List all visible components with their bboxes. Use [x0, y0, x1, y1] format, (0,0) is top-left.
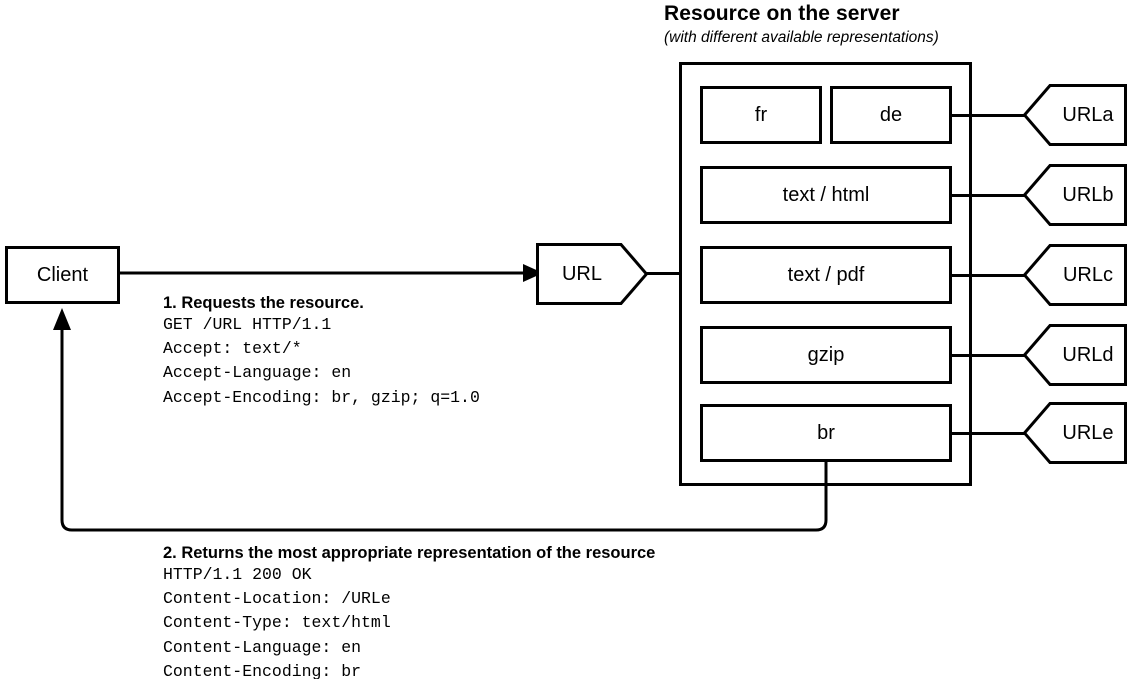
representation-label: text / html	[782, 183, 870, 206]
url-variant-outline	[1023, 164, 1127, 226]
url-variant-urle[interactable]: URLe	[1023, 402, 1127, 464]
connector-to-urlc	[950, 274, 1028, 277]
representation-box-type-pdf[interactable]: text / pdf	[700, 246, 952, 304]
representation-box-type-html[interactable]: text / html	[700, 166, 952, 224]
client-label: Client	[36, 263, 89, 286]
url-variant-outline	[1023, 402, 1127, 464]
representation-box-lang-de[interactable]: de	[830, 86, 952, 144]
request-note-line-1: GET /URL HTTP/1.1	[163, 315, 332, 334]
response-note-line-2: Content-Location: /URLe	[163, 589, 391, 609]
response-note-line-5: Content-Encoding: br	[163, 661, 362, 679]
url-variant-label: URLa	[1062, 103, 1114, 126]
url-variant-urlc[interactable]: URLc	[1023, 244, 1127, 306]
response-note: 2. Returns the most appropriate represen…	[163, 544, 655, 679]
response-note-line-3: Content-Type: text/html	[163, 613, 391, 633]
request-note-line-2: Accept: text/*	[163, 339, 302, 359]
url-variant-label: URLb	[1062, 183, 1114, 206]
connector-to-urle	[950, 432, 1028, 435]
url-variant-outline	[1023, 244, 1127, 306]
representation-box-lang-fr[interactable]: fr	[700, 86, 822, 144]
request-arrow	[118, 264, 543, 282]
url-request-label: URL	[561, 262, 602, 285]
url-to-server-connector	[646, 272, 682, 275]
connector-to-urlb	[950, 194, 1028, 197]
url-variant-urla[interactable]: URLa	[1023, 84, 1127, 146]
url-variant-outline	[1023, 84, 1127, 146]
representation-label: fr	[754, 103, 768, 126]
response-note-line-1: HTTP/1.1 200 OK	[163, 565, 312, 584]
url-request-outline	[536, 243, 648, 305]
request-note: 1. Requests the resource. GET /URL HTTP/…	[163, 294, 480, 410]
client-box[interactable]: Client	[5, 246, 120, 304]
connector-to-urld	[950, 354, 1028, 357]
url-variant-label: URLc	[1062, 263, 1113, 286]
representation-box-encoding-br[interactable]: br	[700, 404, 952, 462]
response-note-title: 2. Returns the most appropriate represen…	[163, 544, 656, 562]
representation-label: text / pdf	[787, 263, 865, 286]
representation-label: de	[879, 103, 903, 126]
request-note-line-4: Accept-Encoding: br, gzip; q=1.0	[163, 387, 480, 407]
url-request-shape[interactable]: URL	[536, 243, 648, 305]
request-note-title: 1. Requests the resource.	[163, 294, 364, 312]
url-variant-label: URLd	[1062, 343, 1114, 366]
server-subtitle: (with different available representation…	[664, 29, 939, 46]
url-variant-outline	[1023, 324, 1127, 386]
request-note-line-3: Accept-Language: en	[163, 363, 352, 383]
response-note-line-4: Content-Language: en	[163, 637, 362, 657]
connector-to-urla	[950, 114, 1028, 117]
url-variant-urlb[interactable]: URLb	[1023, 164, 1127, 226]
representation-label: gzip	[807, 343, 845, 366]
representation-box-encoding-gzip[interactable]: gzip	[700, 326, 952, 384]
url-variant-label: URLe	[1062, 421, 1114, 444]
return-response-path	[53, 308, 828, 532]
server-title: Resource on the server	[664, 2, 900, 25]
representation-label: br	[817, 421, 835, 444]
url-variant-urld[interactable]: URLd	[1023, 324, 1127, 386]
